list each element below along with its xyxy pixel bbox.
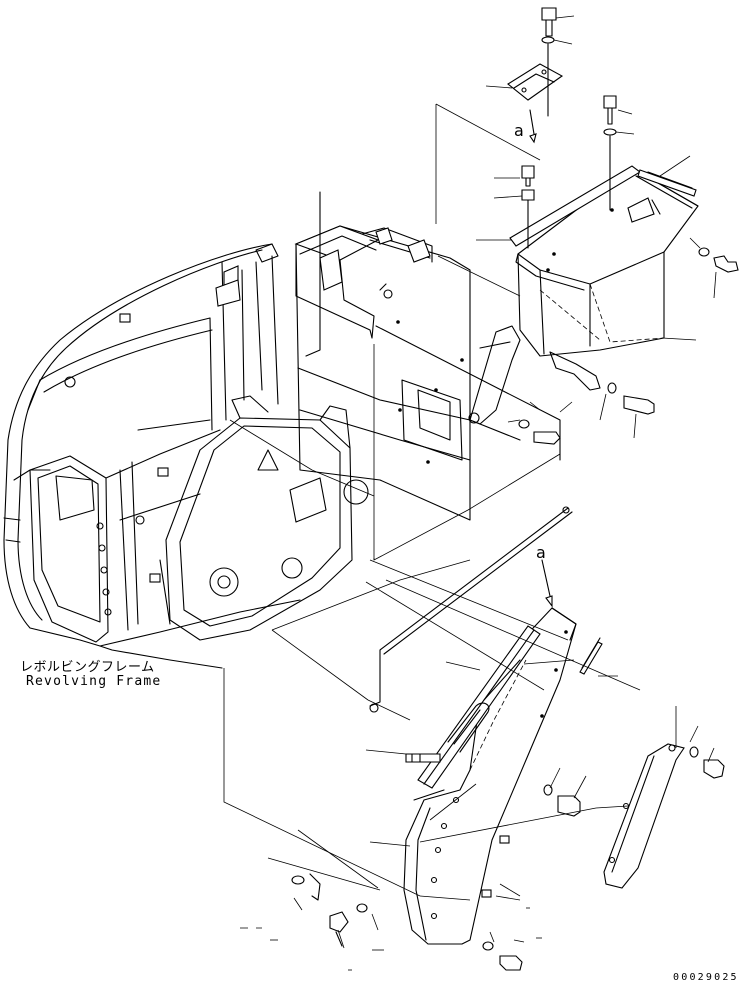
frame-name-japanese: レボルビングフレーム bbox=[20, 660, 155, 675]
view-arrow-label-upper: a bbox=[514, 121, 524, 140]
view-arrow-label-lower: a bbox=[536, 543, 546, 562]
upper-cover-assembly bbox=[294, 63, 699, 521]
frame-name-english: Revolving Frame bbox=[26, 674, 162, 689]
reference-lines bbox=[223, 15, 717, 971]
revolving-frame bbox=[3, 243, 369, 669]
lower-cover-assembly bbox=[369, 506, 685, 945]
upper-hardware bbox=[518, 7, 739, 445]
lower-hardware bbox=[291, 746, 725, 971]
drawing-number: 00029025 bbox=[673, 972, 739, 983]
